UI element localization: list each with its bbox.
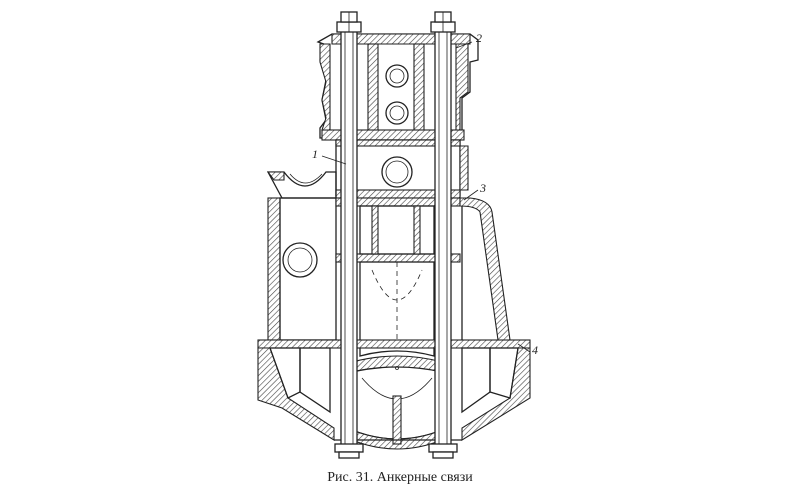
callout-4-label: 4 — [532, 343, 538, 357]
callout-3: 3 — [463, 181, 486, 201]
middle-section — [335, 139, 469, 199]
bedplate — [257, 339, 531, 450]
callout-2-label: 2 — [476, 31, 482, 45]
tie-rod-left — [334, 11, 364, 459]
callout-1: 1 — [312, 147, 347, 165]
bearing-saddle — [266, 171, 337, 199]
callout-4: 4 — [517, 343, 538, 357]
figure-caption: Рис. 31. Анкерные связи — [327, 470, 473, 485]
callout-3-label: 3 — [479, 181, 486, 195]
block-hole-upper — [385, 64, 409, 88]
tie-rod-right — [428, 11, 458, 459]
middle-hole — [381, 156, 413, 188]
callout-1-label: 1 — [312, 147, 318, 161]
callout-2: 2 — [455, 31, 482, 49]
a-frame — [267, 197, 511, 357]
block-hole-lower — [385, 101, 409, 125]
